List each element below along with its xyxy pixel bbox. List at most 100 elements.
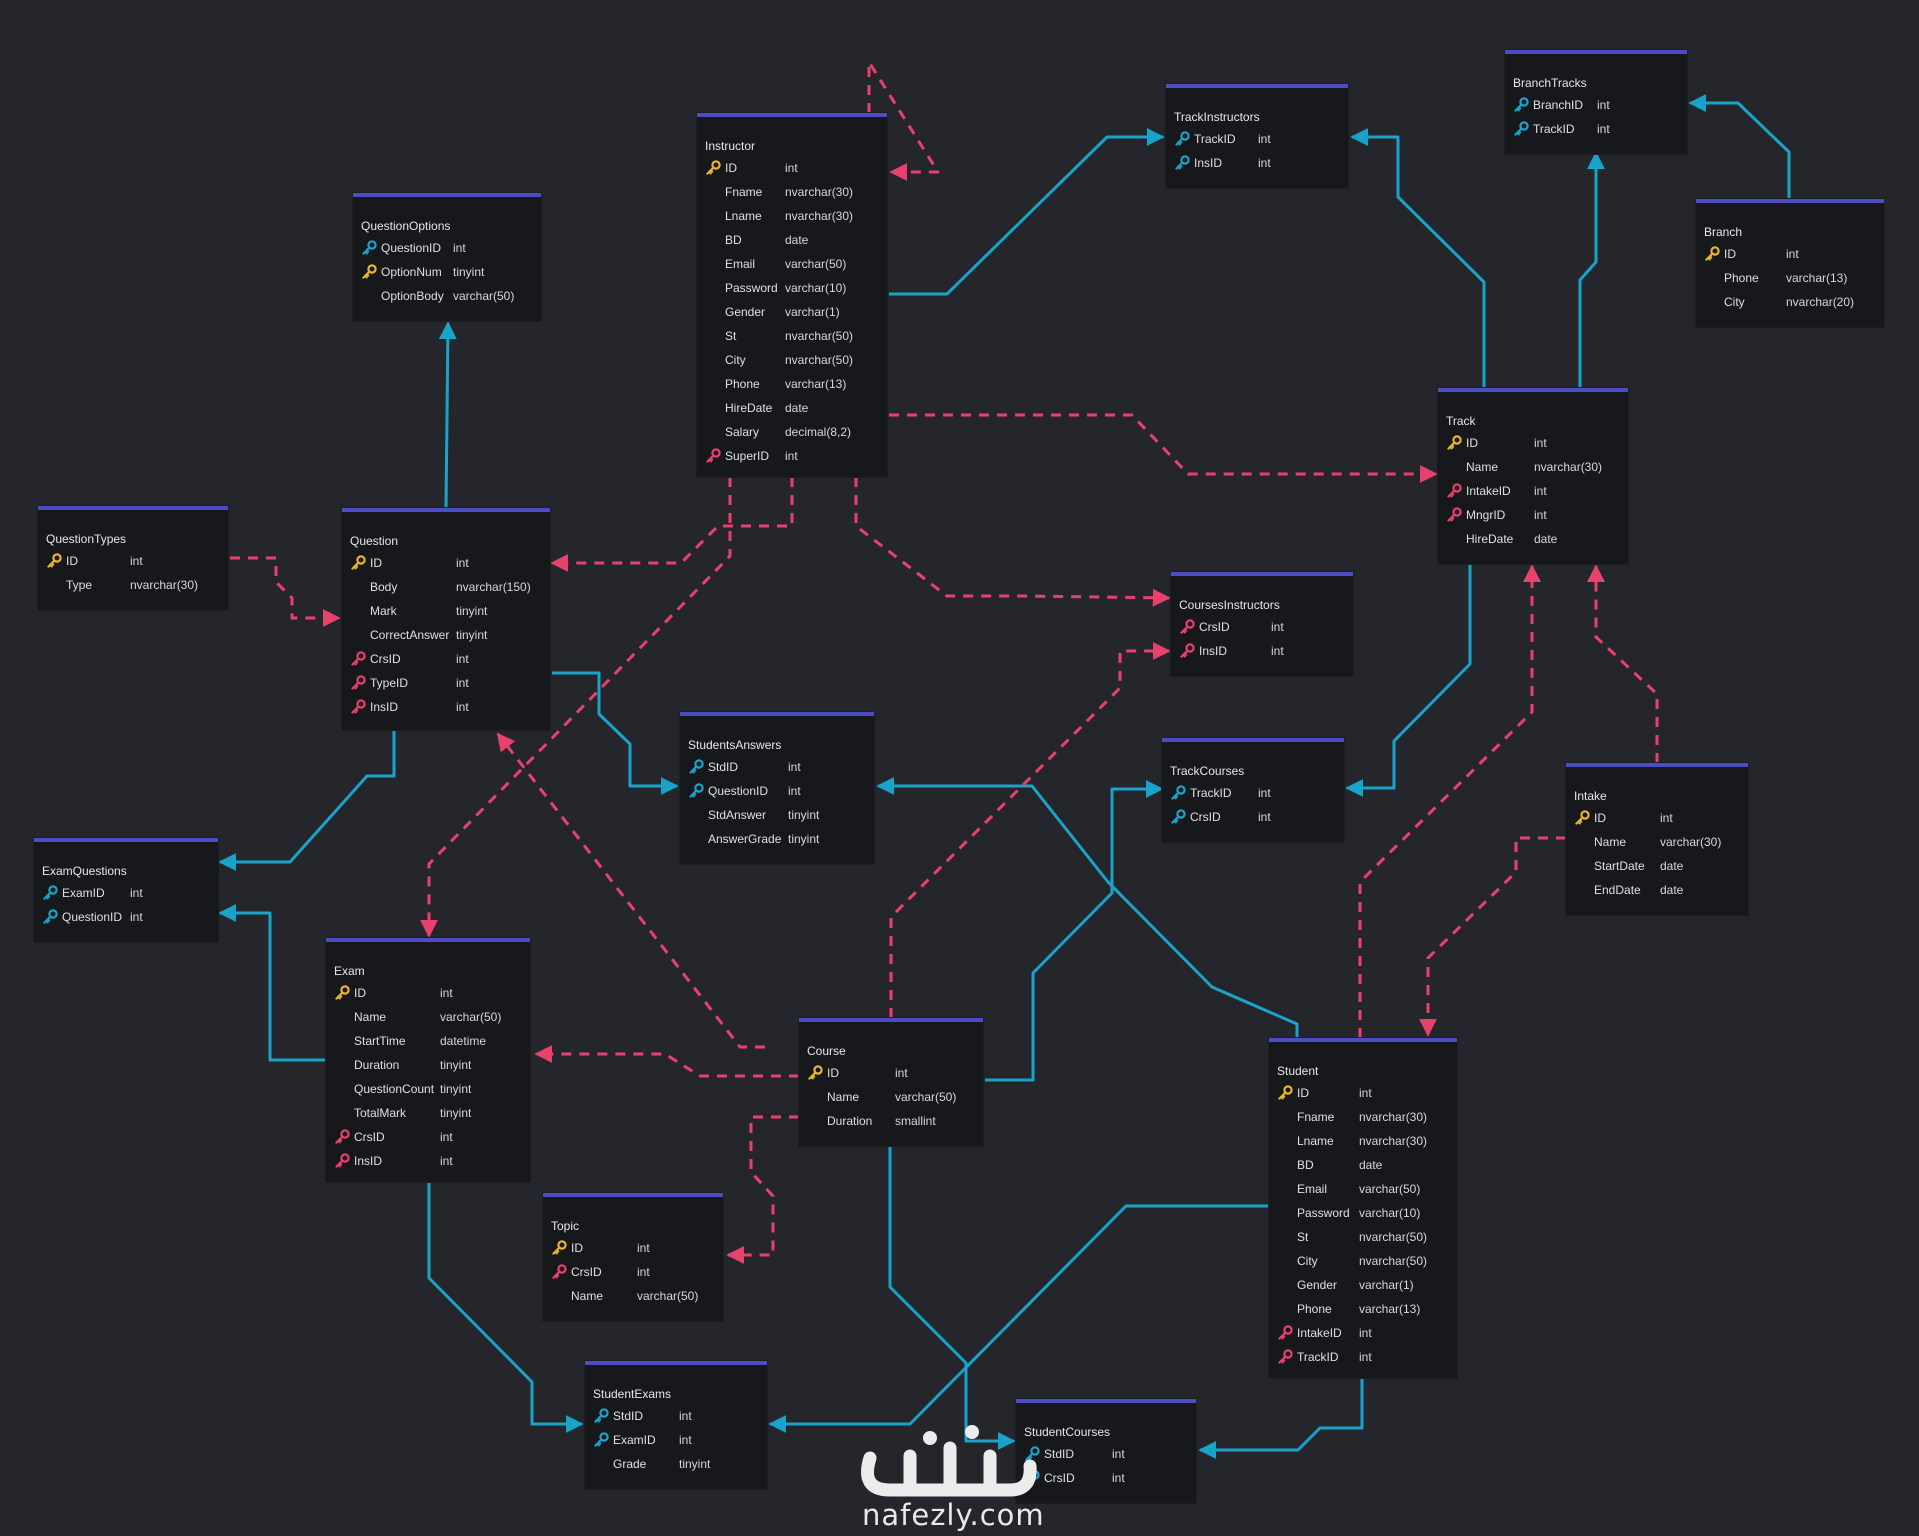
column-row[interactable]: Typenvarchar(30): [38, 575, 228, 599]
column-row[interactable]: IDint: [1566, 808, 1748, 832]
table-topic[interactable]: TopicIDintCrsIDintNamevarchar(50): [543, 1193, 723, 1321]
column-row[interactable]: IDint: [342, 553, 550, 577]
table-instructor[interactable]: InstructorIDintFnamenvarchar(30)Lnamenva…: [697, 113, 887, 477]
column-row[interactable]: AnswerGradetinyint: [680, 829, 874, 853]
column-row[interactable]: TypeIDint: [342, 673, 550, 697]
column-row[interactable]: QuestionIDint: [34, 907, 218, 931]
column-row[interactable]: CrsIDint: [1016, 1468, 1196, 1492]
column-row[interactable]: Stnvarchar(50): [697, 326, 887, 350]
table-examquestions[interactable]: ExamQuestionsExamIDintQuestionIDint: [34, 838, 218, 942]
column-row[interactable]: Citynvarchar(50): [1269, 1251, 1457, 1275]
column-row[interactable]: Namevarchar(50): [543, 1286, 723, 1310]
column-row[interactable]: Marktinyint: [342, 601, 550, 625]
column-row[interactable]: QuestionCounttinyint: [326, 1079, 530, 1103]
column-row[interactable]: IDint: [799, 1063, 983, 1087]
column-row[interactable]: Citynvarchar(50): [697, 350, 887, 374]
column-row[interactable]: TrackIDint: [1162, 783, 1344, 807]
column-row[interactable]: CrsIDint: [543, 1262, 723, 1286]
column-row[interactable]: Durationtinyint: [326, 1055, 530, 1079]
column-row[interactable]: TrackIDint: [1505, 119, 1687, 143]
column-row[interactable]: Namevarchar(50): [799, 1087, 983, 1111]
column-row[interactable]: BDdate: [1269, 1155, 1457, 1179]
table-coursesinstructors[interactable]: CoursesInstructorsCrsIDintInsIDint: [1171, 572, 1353, 676]
column-row[interactable]: IDint: [697, 158, 887, 182]
column-row[interactable]: Salarydecimal(8,2): [697, 422, 887, 446]
column-row[interactable]: Lnamenvarchar(30): [697, 206, 887, 230]
column-row[interactable]: CorrectAnswertinyint: [342, 625, 550, 649]
column-row[interactable]: InsIDint: [1171, 641, 1353, 665]
column-row[interactable]: ExamIDint: [34, 883, 218, 907]
table-course[interactable]: CourseIDintNamevarchar(50)Durationsmalli…: [799, 1018, 983, 1146]
column-row[interactable]: MngrIDint: [1438, 505, 1628, 529]
table-track[interactable]: TrackIDintNamenvarchar(30)IntakeIDintMng…: [1438, 388, 1628, 564]
column-row[interactable]: StdIDint: [1016, 1444, 1196, 1468]
column-row[interactable]: InsIDint: [342, 697, 550, 721]
column-row[interactable]: TrackIDint: [1166, 129, 1348, 153]
column-row[interactable]: Citynvarchar(20): [1696, 292, 1884, 316]
table-intake[interactable]: IntakeIDintNamevarchar(30)StartDatedateE…: [1566, 763, 1748, 915]
column-row[interactable]: SuperIDint: [697, 446, 887, 470]
column-row[interactable]: IntakeIDint: [1269, 1323, 1457, 1347]
column-row[interactable]: StartTimedatetime: [326, 1031, 530, 1055]
column-row[interactable]: CrsIDint: [1162, 807, 1344, 831]
column-row[interactable]: IDint: [1438, 433, 1628, 457]
column-row[interactable]: IDint: [543, 1238, 723, 1262]
column-row[interactable]: CrsIDint: [1171, 617, 1353, 641]
table-branch[interactable]: BranchIDintPhonevarchar(13)Citynvarchar(…: [1696, 199, 1884, 327]
column-row[interactable]: StdIDint: [585, 1406, 767, 1430]
column-row[interactable]: BranchIDint: [1505, 95, 1687, 119]
column-row[interactable]: IntakeIDint: [1438, 481, 1628, 505]
table-exam[interactable]: ExamIDintNamevarchar(50)StartTimedatetim…: [326, 938, 530, 1182]
column-row[interactable]: IDint: [1269, 1083, 1457, 1107]
column-row[interactable]: BDdate: [697, 230, 887, 254]
table-question[interactable]: QuestionIDintBodynvarchar(150)Marktinyin…: [342, 508, 550, 730]
column-row[interactable]: Gendervarchar(1): [697, 302, 887, 326]
column-row[interactable]: Phonevarchar(13): [1696, 268, 1884, 292]
column-row[interactable]: EndDatedate: [1566, 880, 1748, 904]
column-row[interactable]: Namevarchar(50): [326, 1007, 530, 1031]
column-row[interactable]: Emailvarchar(50): [1269, 1179, 1457, 1203]
column-row[interactable]: Stnvarchar(50): [1269, 1227, 1457, 1251]
column-row[interactable]: Gradetinyint: [585, 1454, 767, 1478]
column-row[interactable]: TrackIDint: [1269, 1347, 1457, 1371]
table-studentcourses[interactable]: StudentCoursesStdIDintCrsIDint: [1016, 1399, 1196, 1503]
column-row[interactable]: Phonevarchar(13): [1269, 1299, 1457, 1323]
table-studentsanswers[interactable]: StudentsAnswersStdIDintQuestionIDintStdA…: [680, 712, 874, 864]
column-row[interactable]: StdIDint: [680, 757, 874, 781]
column-row[interactable]: OptionNumtinyint: [353, 262, 541, 286]
column-row[interactable]: QuestionIDint: [680, 781, 874, 805]
table-branchtracks[interactable]: BranchTracksBranchIDintTrackIDint: [1505, 50, 1687, 154]
column-row[interactable]: Emailvarchar(50): [697, 254, 887, 278]
column-row[interactable]: IDint: [1696, 244, 1884, 268]
column-row[interactable]: InsIDint: [1166, 153, 1348, 177]
column-row[interactable]: Passwordvarchar(10): [697, 278, 887, 302]
column-row[interactable]: CrsIDint: [326, 1127, 530, 1151]
column-row[interactable]: Namevarchar(30): [1566, 832, 1748, 856]
column-row[interactable]: OptionBodyvarchar(50): [353, 286, 541, 310]
column-row[interactable]: IDint: [326, 983, 530, 1007]
column-row[interactable]: QuestionIDint: [353, 238, 541, 262]
column-row[interactable]: Passwordvarchar(10): [1269, 1203, 1457, 1227]
column-row[interactable]: CrsIDint: [342, 649, 550, 673]
column-row[interactable]: Namenvarchar(30): [1438, 457, 1628, 481]
column-row[interactable]: TotalMarktinyint: [326, 1103, 530, 1127]
column-row[interactable]: ExamIDint: [585, 1430, 767, 1454]
table-questionoptions[interactable]: QuestionOptionsQuestionIDintOptionNumtin…: [353, 193, 541, 321]
column-row[interactable]: HireDatedate: [1438, 529, 1628, 553]
table-questiontypes[interactable]: QuestionTypesIDintTypenvarchar(30): [38, 506, 228, 610]
column-row[interactable]: Durationsmallint: [799, 1111, 983, 1135]
table-studentexams[interactable]: StudentExamsStdIDintExamIDintGradetinyin…: [585, 1361, 767, 1489]
column-row[interactable]: StartDatedate: [1566, 856, 1748, 880]
column-row[interactable]: HireDatedate: [697, 398, 887, 422]
column-row[interactable]: Phonevarchar(13): [697, 374, 887, 398]
table-trackinstructors[interactable]: TrackInstructorsTrackIDintInsIDint: [1166, 84, 1348, 188]
table-student[interactable]: StudentIDintFnamenvarchar(30)Lnamenvarch…: [1269, 1038, 1457, 1378]
column-row[interactable]: Fnamenvarchar(30): [697, 182, 887, 206]
column-row[interactable]: InsIDint: [326, 1151, 530, 1175]
table-trackcourses[interactable]: TrackCoursesTrackIDintCrsIDint: [1162, 738, 1344, 842]
column-row[interactable]: IDint: [38, 551, 228, 575]
column-row[interactable]: Fnamenvarchar(30): [1269, 1107, 1457, 1131]
column-row[interactable]: Lnamenvarchar(30): [1269, 1131, 1457, 1155]
column-row[interactable]: Bodynvarchar(150): [342, 577, 550, 601]
column-row[interactable]: Gendervarchar(1): [1269, 1275, 1457, 1299]
